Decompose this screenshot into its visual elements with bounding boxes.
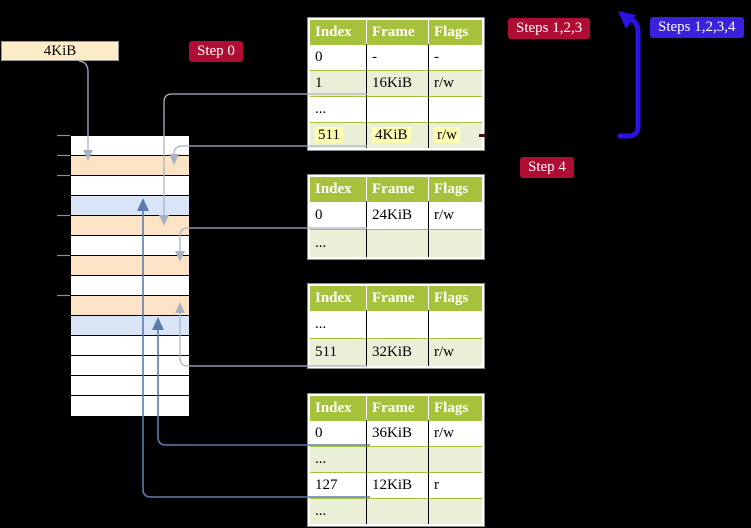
memory-row — [71, 336, 189, 356]
memory-row — [71, 356, 189, 376]
column-header: Frame — [367, 286, 429, 310]
column-header: Index — [310, 286, 367, 310]
column-header: Index — [310, 20, 367, 44]
highlight: 4KiB — [372, 127, 411, 143]
recursive-loop-arrowhead — [618, 11, 636, 29]
column-header: Frame — [367, 396, 429, 420]
table-row: 0 36KiB r/w — [310, 420, 482, 446]
table-header-row: Index Frame Flags — [310, 20, 482, 44]
table-row: ... — [310, 310, 482, 338]
table-row: ... — [310, 229, 482, 257]
page-table-3: Index Frame Flags ... 511 32KiB r/w — [307, 283, 485, 369]
column-header: Index — [310, 396, 367, 420]
step4-label: Step 4 — [520, 157, 574, 178]
table-row: ... — [310, 96, 482, 122]
column-header: Frame — [367, 20, 429, 44]
table-row: ... — [310, 498, 482, 524]
table-row: 127 12KiB r — [310, 472, 482, 498]
memory-row — [71, 236, 189, 256]
table-header-row: Index Frame Flags — [310, 396, 482, 420]
steps-1234-label: Steps 1,2,3,4 — [650, 17, 744, 38]
highlight: 511 — [315, 127, 343, 143]
memory-row — [71, 296, 189, 316]
steps-123-label: Steps 1,2,3 — [508, 18, 591, 39]
table-row: 0 24KiB r/w — [310, 201, 482, 229]
page-table-1: Index Frame Flags 0 - - 1 16KiB r/w ... … — [307, 17, 485, 151]
column-header: Flags — [429, 396, 482, 420]
memory-row — [71, 256, 189, 276]
memory-row — [71, 216, 189, 236]
memory-row — [71, 176, 189, 196]
page-table-2: Index Frame Flags 0 24KiB r/w ... — [307, 174, 485, 260]
table-header-row: Index Frame Flags — [310, 286, 482, 310]
step0-label: Step 0 — [189, 41, 243, 62]
memory-row — [71, 196, 189, 216]
column-header: Flags — [429, 177, 482, 201]
physical-memory-column — [70, 135, 190, 416]
memory-row — [71, 316, 189, 336]
table-header-row: Index Frame Flags — [310, 177, 482, 201]
memory-row — [71, 276, 189, 296]
highlight: r/w — [434, 127, 460, 143]
table-row-highlighted: 511 4KiB r/w — [310, 122, 482, 148]
column-header: Flags — [429, 20, 482, 44]
size-4kib-box: 4KiB — [1, 41, 119, 61]
table-row: ... — [310, 446, 482, 472]
table-row: 0 - - — [310, 44, 482, 70]
memory-row — [71, 136, 189, 156]
table-row: 1 16KiB r/w — [310, 70, 482, 96]
address-tick-marks — [57, 134, 70, 297]
column-header: Index — [310, 177, 367, 201]
memory-row — [71, 396, 189, 416]
page-table-4: Index Frame Flags 0 36KiB r/w ... 127 12… — [307, 393, 485, 527]
memory-row — [71, 156, 189, 176]
column-header: Flags — [429, 286, 482, 310]
recursive-loop-arrow — [617, 16, 641, 139]
memory-row — [71, 376, 189, 396]
column-header: Frame — [367, 177, 429, 201]
table-row: 511 32KiB r/w — [310, 338, 482, 366]
